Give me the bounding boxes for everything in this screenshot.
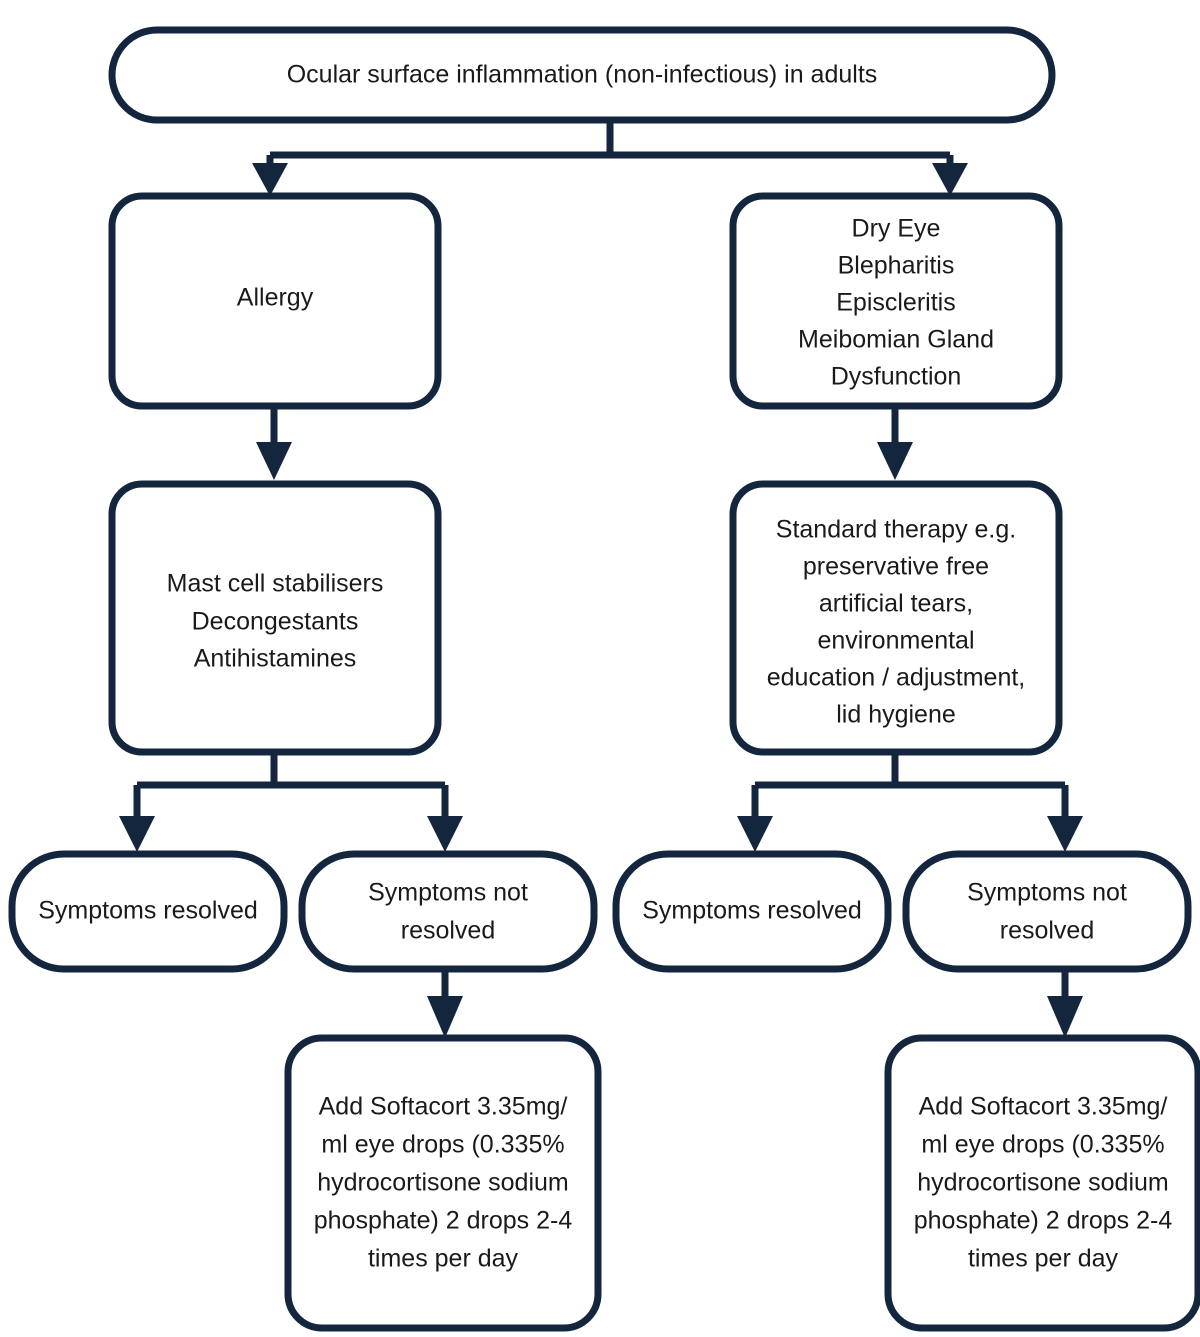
node-allergy-symptoms-not-resolved-line-1: Symptoms not — [368, 879, 528, 907]
node-allergy-symptoms-resolved-shape — [8, 850, 288, 973]
node-softacort-dry-eye-shape — [884, 1034, 1200, 1332]
node-dry-eye-group-line-5: Dysfunction — [831, 363, 962, 391]
node-dry-eye-group-shape — [729, 192, 1063, 410]
node-softacort-allergy-line-2: ml eye drops (0.335% — [321, 1131, 564, 1159]
node-softacort-dry-eye-line-4: phosphate) 2 drops 2-4 — [914, 1207, 1173, 1235]
arrowhead-dry-eye-to-standard-therapy-icon — [877, 442, 913, 480]
node-allergy-symptoms-not-resolved-line-2: resolved — [401, 917, 496, 945]
arrowhead-dry-resolved-icon — [737, 816, 773, 852]
node-allergy-treatment[interactable]: Mast cell stabilisers Decongestants Anti… — [108, 480, 442, 756]
arrowhead-root-to-allergy-icon — [252, 163, 288, 196]
arrowhead-allergy-resolved-icon — [119, 816, 155, 852]
node-softacort-dry-eye-line-5: times per day — [968, 1245, 1119, 1273]
node-standard-therapy-line-2: preservative free — [803, 553, 989, 581]
node-allergy-treatment-line-3: Antihistamines — [194, 645, 357, 673]
node-standard-therapy-line-4: environmental — [817, 627, 974, 655]
node-softacort-allergy-shape — [284, 1034, 602, 1332]
node-softacort-allergy-line-3: hydrocortisone sodium — [317, 1169, 569, 1197]
node-standard-therapy-line-1: Standard therapy e.g. — [776, 516, 1016, 544]
node-allergy-symptoms-resolved-label: Symptoms resolved — [38, 897, 258, 925]
node-softacort-dry-eye[interactable]: Add Softacort 3.35mg/ ml eye drops (0.33… — [884, 1034, 1200, 1332]
node-softacort-dry-eye-line-1: Add Softacort 3.35mg/ — [919, 1093, 1168, 1121]
node-dry-eye-group[interactable]: Dry Eye Blepharitis Episcleritis Meibomi… — [729, 192, 1063, 410]
node-allergy-symptoms-resolved[interactable]: Symptoms resolved — [8, 850, 288, 973]
arrowhead-allergy-not-resolved-icon — [427, 816, 463, 852]
node-softacort-dry-eye-line-2: ml eye drops (0.335% — [921, 1131, 1164, 1159]
node-allergy-treatment-line-1: Mast cell stabilisers — [167, 570, 384, 598]
node-dry-eye-symptoms-not-resolved-shape — [902, 850, 1192, 973]
node-dry-eye-symptoms-resolved-label: Symptoms resolved — [642, 897, 862, 925]
arrowhead-root-to-dry-eye-icon — [932, 163, 968, 196]
node-dry-eye-group-line-4: Meibomian Gland — [798, 326, 994, 354]
node-root-shape — [108, 26, 1056, 124]
node-allergy-label: Allergy — [237, 284, 314, 312]
node-root[interactable]: Ocular surface inflammation (non-infecti… — [108, 26, 1056, 124]
node-softacort-allergy[interactable]: Add Softacort 3.35mg/ ml eye drops (0.33… — [284, 1034, 602, 1332]
node-dry-eye-group-line-2: Blepharitis — [838, 252, 955, 280]
node-allergy-symptoms-not-resolved[interactable]: Symptoms not resolved — [298, 850, 598, 973]
node-dry-eye-symptoms-resolved-shape — [612, 850, 892, 973]
node-dry-eye-group-line-3: Episcleritis — [836, 289, 955, 317]
arrowhead-softacort-left-icon — [427, 996, 463, 1038]
connector-layer — [119, 118, 1083, 1038]
node-dry-eye-symptoms-not-resolved-line-2: resolved — [1000, 917, 1095, 945]
arrowhead-allergy-to-treatment-icon — [256, 442, 292, 480]
node-softacort-dry-eye-line-3: hydrocortisone sodium — [917, 1169, 1169, 1197]
arrowhead-softacort-right-icon — [1047, 996, 1083, 1038]
node-allergy-treatment-shape — [108, 480, 442, 756]
node-standard-therapy-line-5: education / adjustment, — [767, 664, 1026, 692]
node-standard-therapy[interactable]: Standard therapy e.g. preservative free … — [729, 480, 1063, 756]
node-root-label: Ocular surface inflammation (non-infecti… — [287, 61, 878, 89]
node-softacort-allergy-line-5: times per day — [368, 1245, 519, 1273]
node-allergy-symptoms-not-resolved-shape — [298, 850, 598, 973]
node-standard-therapy-line-6: lid hygiene — [836, 701, 956, 729]
node-allergy-treatment-line-2: Decongestants — [192, 608, 359, 636]
node-dry-eye-symptoms-not-resolved-line-1: Symptoms not — [967, 879, 1127, 907]
node-allergy-shape — [108, 192, 442, 410]
node-softacort-allergy-line-1: Add Softacort 3.35mg/ — [319, 1093, 568, 1121]
node-softacort-allergy-line-4: phosphate) 2 drops 2-4 — [314, 1207, 573, 1235]
node-dry-eye-symptoms-resolved[interactable]: Symptoms resolved — [612, 850, 892, 973]
arrowhead-dry-not-resolved-icon — [1047, 816, 1083, 852]
node-standard-therapy-line-3: artificial tears, — [819, 590, 973, 618]
node-dry-eye-group-line-1: Dry Eye — [852, 215, 941, 243]
node-dry-eye-symptoms-not-resolved[interactable]: Symptoms not resolved — [902, 850, 1192, 973]
node-standard-therapy-shape — [729, 480, 1063, 756]
node-allergy[interactable]: Allergy — [108, 192, 442, 410]
